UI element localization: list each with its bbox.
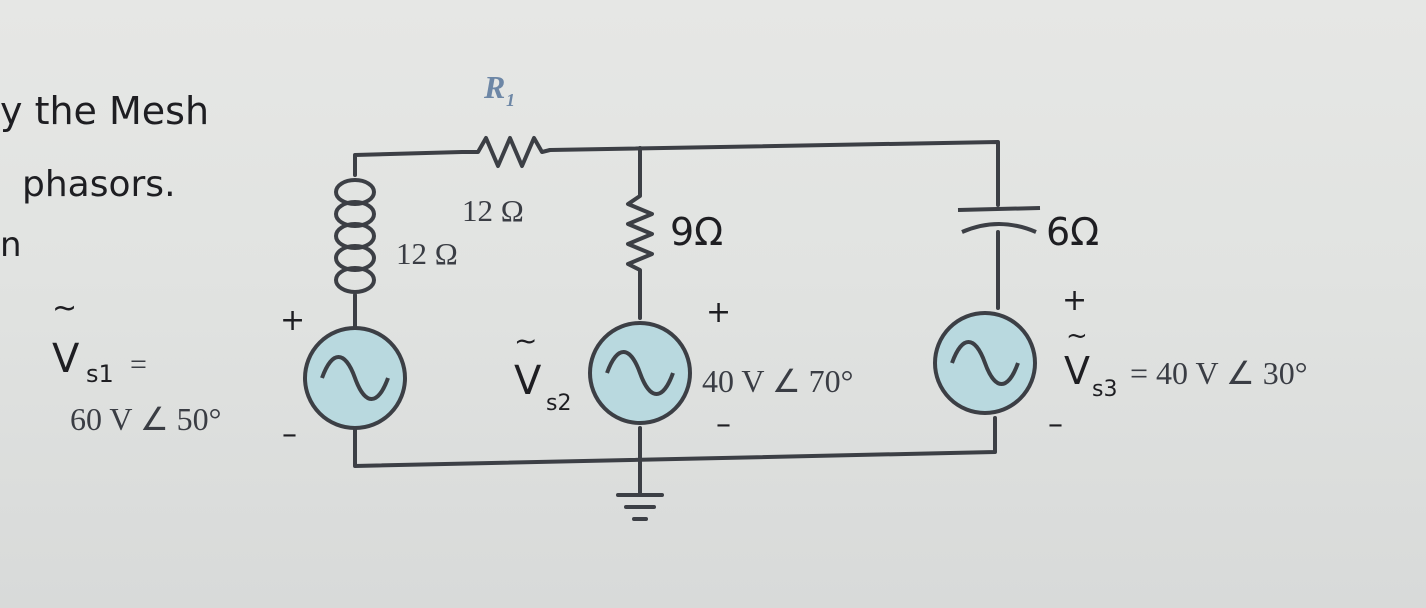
vs1-subscript: s1	[86, 360, 114, 388]
resistor-9-icon	[626, 190, 654, 275]
inductor-value: 12 Ω	[396, 236, 458, 271]
vs1-symbol: V	[52, 336, 80, 382]
vs1-tilde: ~	[52, 291, 77, 326]
ground-icon	[616, 493, 664, 521]
source-vs2-icon	[588, 321, 692, 425]
resistor-r1-icon	[462, 136, 551, 168]
r1-label: R	[483, 69, 505, 105]
vs1-value: 60 V ∠ 50°	[70, 401, 221, 437]
vs2-plus: +	[706, 295, 731, 330]
vs1-plus: +	[280, 303, 305, 338]
vs3-plus: +	[1062, 283, 1087, 318]
note-line-3: n	[0, 225, 22, 265]
vs1-equals: =	[130, 348, 147, 381]
vs3-tilde: ~	[1066, 321, 1088, 351]
vs3-value: = 40 V ∠ 30°	[1130, 355, 1307, 391]
inductor-icon	[334, 178, 376, 294]
source-vs1-icon	[303, 326, 407, 430]
r1-subscript: 1	[506, 90, 515, 110]
vs2-tilde: ~	[514, 324, 537, 357]
capacitor-value: 6Ω	[1046, 210, 1099, 254]
wire-top-right	[548, 140, 1000, 207]
vs3-symbol: V	[1064, 349, 1090, 393]
vs3-minus: –	[1048, 407, 1063, 442]
note-line-1: y the Mesh	[0, 89, 209, 133]
r1-value: 12 Ω	[462, 193, 524, 228]
source-vs3-icon	[933, 311, 1037, 415]
vs2-symbol: V	[514, 358, 542, 404]
vs2-minus: –	[716, 407, 731, 442]
wire-top-left	[353, 150, 464, 177]
vs1-minus: –	[282, 417, 297, 452]
note-line-2: phasors.	[22, 164, 176, 205]
vs2-subscript: s2	[546, 391, 571, 416]
capacitor-icon	[957, 206, 1041, 234]
vs3-subscript: s3	[1092, 377, 1117, 402]
vs2-value: 40 V ∠ 70°	[702, 363, 853, 399]
wire-bottom	[353, 416, 997, 468]
resistor-9-value: 9Ω	[670, 210, 723, 254]
